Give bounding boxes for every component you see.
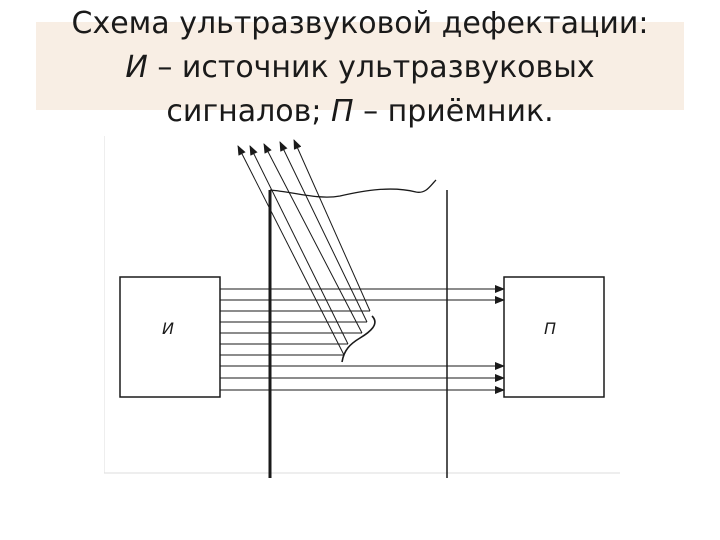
title-background bbox=[36, 22, 684, 110]
source-description: – источник ультразвуковых bbox=[147, 50, 595, 85]
slide-title: Схема ультразвуковой дефектации: И – ист… bbox=[0, 2, 720, 134]
receiver-label: П bbox=[544, 319, 556, 338]
specimen-top-edge bbox=[269, 179, 437, 198]
ultrasound-receiver-block bbox=[503, 276, 605, 398]
title-line-1: Схема ультразвуковой дефектации: bbox=[71, 6, 649, 41]
internal-defect bbox=[341, 315, 376, 363]
ultrasound-source-block bbox=[119, 276, 221, 398]
title-line-2: И – источник ультразвуковых bbox=[0, 46, 720, 90]
source-label: И bbox=[162, 319, 174, 338]
receiver-description: – приёмник. bbox=[353, 94, 554, 129]
reflected-ray bbox=[279, 141, 368, 323]
reflected-ray bbox=[293, 139, 371, 312]
defect-scheme-diagram: И П bbox=[104, 136, 620, 478]
reflected-ray bbox=[237, 145, 345, 356]
title-line-3: сигналов; П – приёмник. bbox=[0, 90, 720, 134]
reflected-ray bbox=[249, 145, 349, 345]
reflected-ray bbox=[263, 143, 363, 334]
defect-scheme-figure: И П bbox=[104, 134, 620, 478]
receiver-symbol: П bbox=[330, 94, 354, 129]
signals-text: сигналов; bbox=[166, 94, 331, 129]
source-symbol: И bbox=[125, 50, 148, 85]
